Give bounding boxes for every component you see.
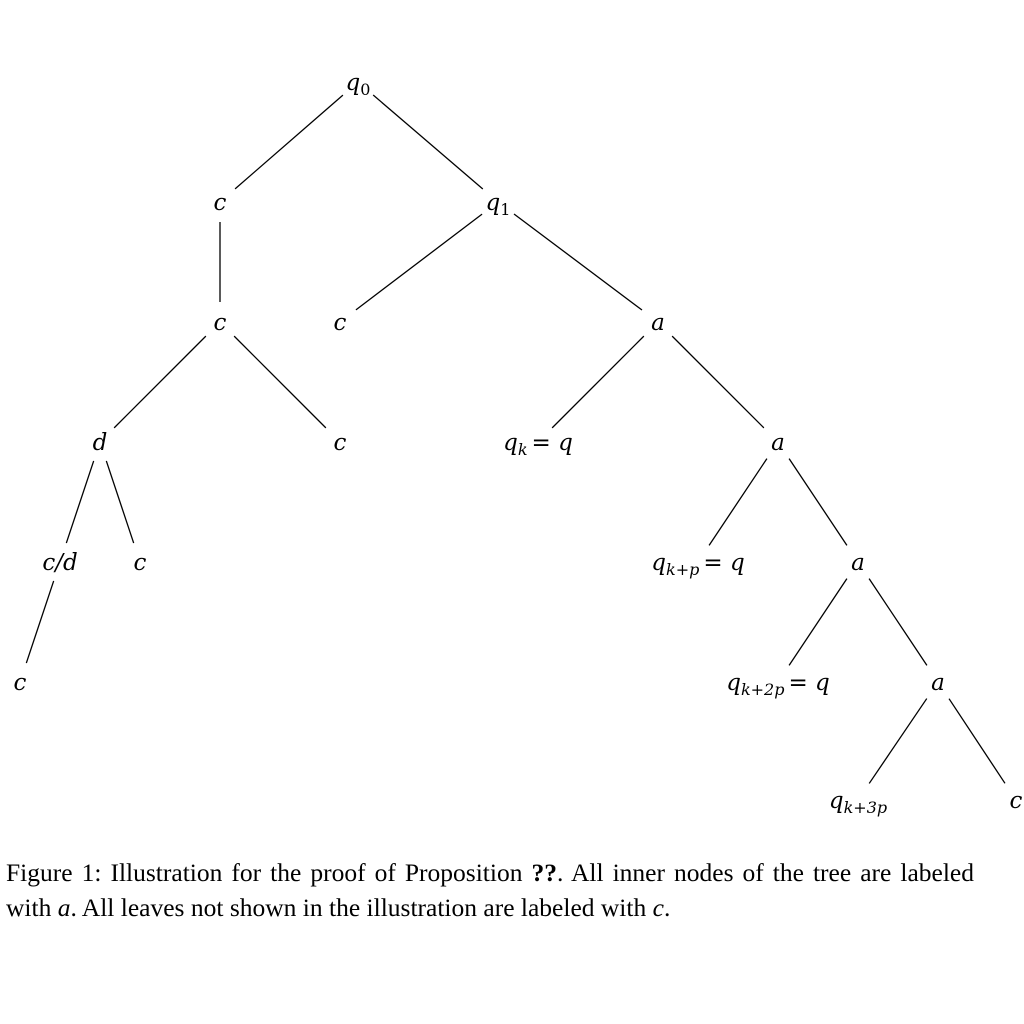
node-qkp: qk+p= q — [651, 550, 744, 579]
caption-end: . — [663, 893, 671, 922]
node-a2: a — [771, 430, 785, 456]
edge-q0-q1 — [372, 94, 484, 190]
node-c_d: c — [134, 550, 147, 576]
node-a3: a — [851, 550, 865, 576]
caption-middle: . All inner nodes of the tree are labele… — [6, 858, 974, 922]
node-qk3p: qk+3p — [829, 788, 887, 817]
tree-node-labels: q0 q1 c c c a d c qk= q a c/d c qk+p= q a c qk+2p= q a qk… — [14, 70, 1023, 817]
edge-q1-c_mid — [355, 213, 483, 311]
node-d: d — [93, 430, 108, 456]
edge-c_l2-d — [113, 335, 207, 429]
node-qk: qk= q — [503, 430, 573, 459]
node-c_l1: c — [214, 190, 227, 216]
edge-a1-a2 — [671, 335, 765, 429]
edge-a2-qkp — [708, 458, 768, 546]
node-c_mid: c — [334, 310, 347, 336]
edge-d-c_d — [105, 460, 135, 544]
edge-q1-a1 — [513, 213, 643, 311]
caption-rest: . All leaves not shown in the illustrati… — [70, 893, 653, 922]
edge-a4-qk3p — [868, 698, 928, 784]
figure-caption: Figure 1: Illustration for the proof of … — [6, 855, 974, 925]
edge-d-cd — [65, 460, 95, 544]
edge-a2-a3 — [788, 458, 848, 546]
node-a1: a — [651, 310, 665, 336]
edge-q0-c_l1 — [234, 94, 344, 190]
node-q1: q1 — [486, 190, 511, 219]
caption-variable-c: c — [652, 893, 664, 922]
edge-a3-a4 — [868, 578, 928, 666]
node-c_leaf: c — [14, 670, 27, 696]
tree-edges — [25, 94, 1006, 784]
edge-a1-qk — [551, 335, 645, 429]
node-c_r3: c — [334, 430, 347, 456]
tree-diagram: q0 q1 c c c a d c qk= q a c/d c qk+p= q a c qk+2p= q a qk… — [14, 70, 1023, 817]
edge-cd-c_leaf — [25, 580, 55, 664]
node-qk2p: qk+2p= q — [726, 670, 830, 699]
edge-a3-qk2p — [788, 578, 848, 666]
caption-prefix: Figure 1: Illustration for the proof of … — [6, 858, 532, 887]
edge-a4-c_end — [948, 698, 1006, 784]
node-q0: q0 — [346, 70, 371, 99]
node-c_end: c — [1010, 788, 1023, 814]
caption-variable-a: a — [57, 893, 71, 922]
node-c_l2: c — [214, 310, 227, 336]
edge-c_l2-c_r3 — [233, 335, 327, 429]
node-a4: a — [931, 670, 945, 696]
caption-reference: ?? — [531, 858, 557, 887]
node-cd: c/d — [42, 550, 77, 576]
